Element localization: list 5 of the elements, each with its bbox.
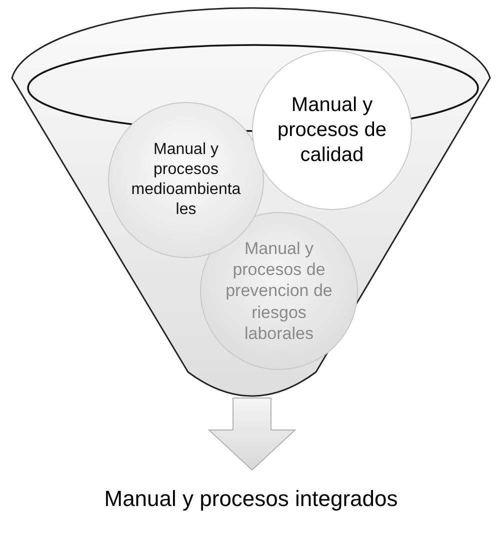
result-label: Manual y procesos integrados [104,485,398,513]
block-arrow [208,398,296,471]
circle-label: Manual y procesos medioambientales [130,140,242,220]
circle-label: Manual y procesos de calidad [276,92,388,168]
circle-label: Manual y procesos de prevencion de riesgos laborales [224,238,334,344]
